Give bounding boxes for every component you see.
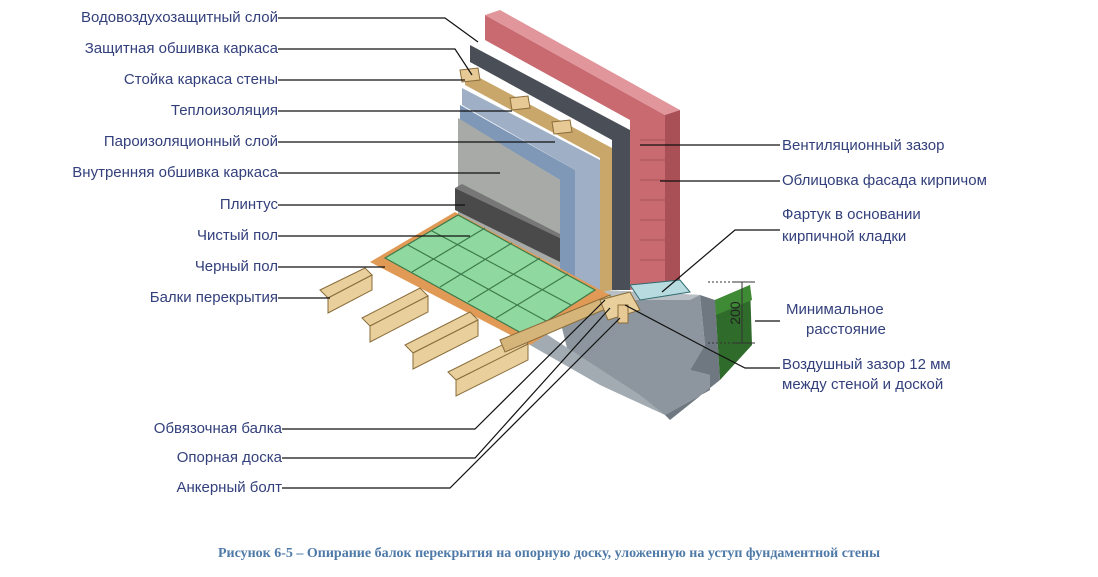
label-wall-stud: Стойка каркаса стены [123, 71, 278, 88]
label-air-gap-line2: между стеной и доской [782, 376, 944, 393]
leader-lines [278, 17, 780, 489]
label-finish-floor: Чистый пол [197, 227, 278, 244]
label-min-distance-line2: расстояние [806, 321, 886, 338]
protective-sheathing-layer [465, 70, 612, 292]
label-brick-facade: Облицовка фасада кирпичом [782, 172, 987, 189]
wall-studs [459, 67, 573, 135]
label-ventilation-gap: Вентиляционный зазор [782, 137, 945, 154]
label-anchor-bolt: Анкерный болт [176, 479, 282, 496]
baseboard [455, 188, 560, 262]
apron-flashing [629, 279, 691, 301]
foundation-floor-diagram: 200 [278, 10, 780, 489]
label-floor-joists: Балки перекрытия [149, 289, 278, 306]
figure-caption: Рисунок 6-5 – Опирание балок перекрытия … [217, 546, 881, 561]
vapor-barrier-layer [460, 105, 575, 278]
ground-patch [715, 285, 752, 380]
label-apron-line2: кирпичной кладки [782, 228, 907, 245]
label-air-gap-line1: Воздушный зазор 12 мм [782, 356, 951, 373]
label-sill-plate: Опорная доска [176, 449, 282, 466]
label-rim-beam: Обвязочная балка [153, 420, 282, 437]
anchor-bolt [617, 304, 629, 324]
label-protective-sheathing: Защитная обшивка каркаса [84, 40, 278, 57]
dimension-value: 200 [727, 301, 743, 325]
label-vapor-barrier: Пароизоляционный слой [103, 133, 278, 150]
label-water-air-barrier: Водовоздухозащитный слой [81, 9, 278, 26]
label-baseboard: Плинтус [219, 196, 278, 213]
water-air-barrier-layer [470, 45, 630, 290]
brick-facade [485, 10, 680, 290]
label-min-distance-line1: Минимальное [786, 301, 884, 318]
label-apron-line1: Фартук в основании [782, 206, 921, 223]
label-insulation: Теплоизоляция [170, 102, 278, 119]
label-inner-sheathing: Внутренняя обшивка каркаса [72, 164, 278, 181]
finish-floor-tiles [383, 214, 597, 336]
insulation-layer [462, 88, 600, 290]
floor-joists [319, 267, 529, 397]
dimension-marker [708, 281, 755, 344]
label-subfloor: Черный пол [194, 258, 278, 275]
